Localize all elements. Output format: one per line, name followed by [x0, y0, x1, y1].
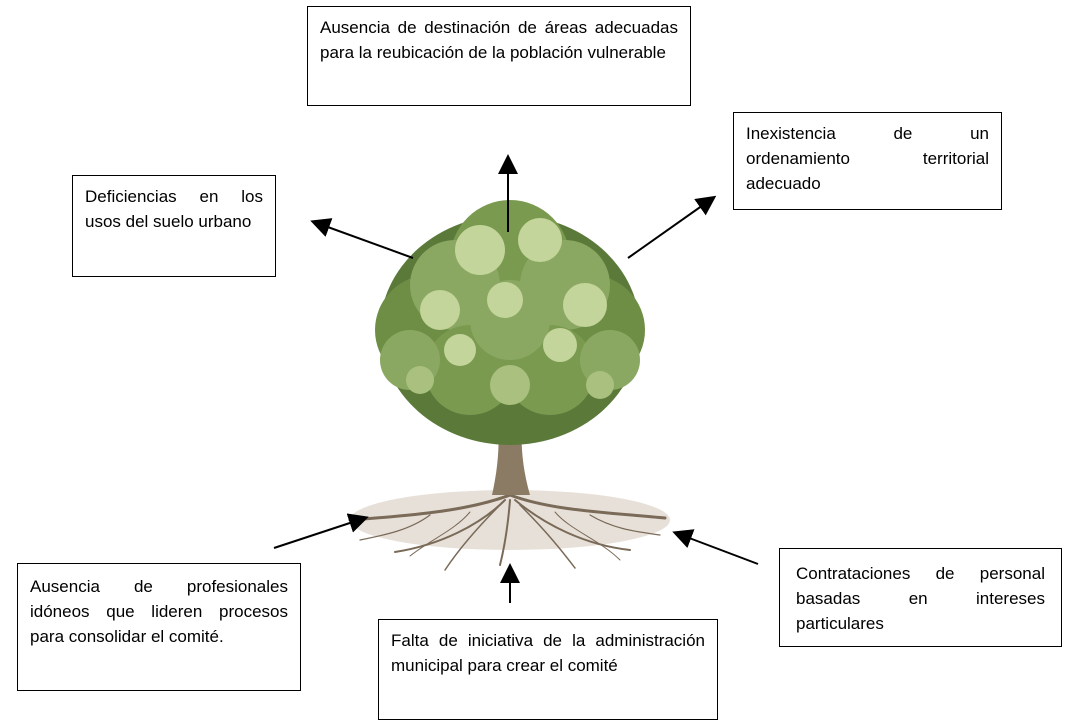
box-top: Ausencia de destinación de áreas adecuad… — [307, 6, 691, 106]
roots — [348, 493, 667, 571]
soil-patch — [350, 490, 670, 550]
box-bottom-right: Contrataciones de personal basadas en in… — [779, 548, 1062, 647]
foliage — [375, 200, 645, 445]
box-bottom-left: Ausencia de profesionales idóneos que li… — [17, 563, 301, 691]
box-bottom-center: Falta de iniciativa de la administración… — [378, 619, 718, 720]
box-top-right: Inexistencia de un ordenamiento territor… — [733, 112, 1002, 210]
box-top-left: Deficiencias en los usos del suelo urban… — [72, 175, 276, 277]
